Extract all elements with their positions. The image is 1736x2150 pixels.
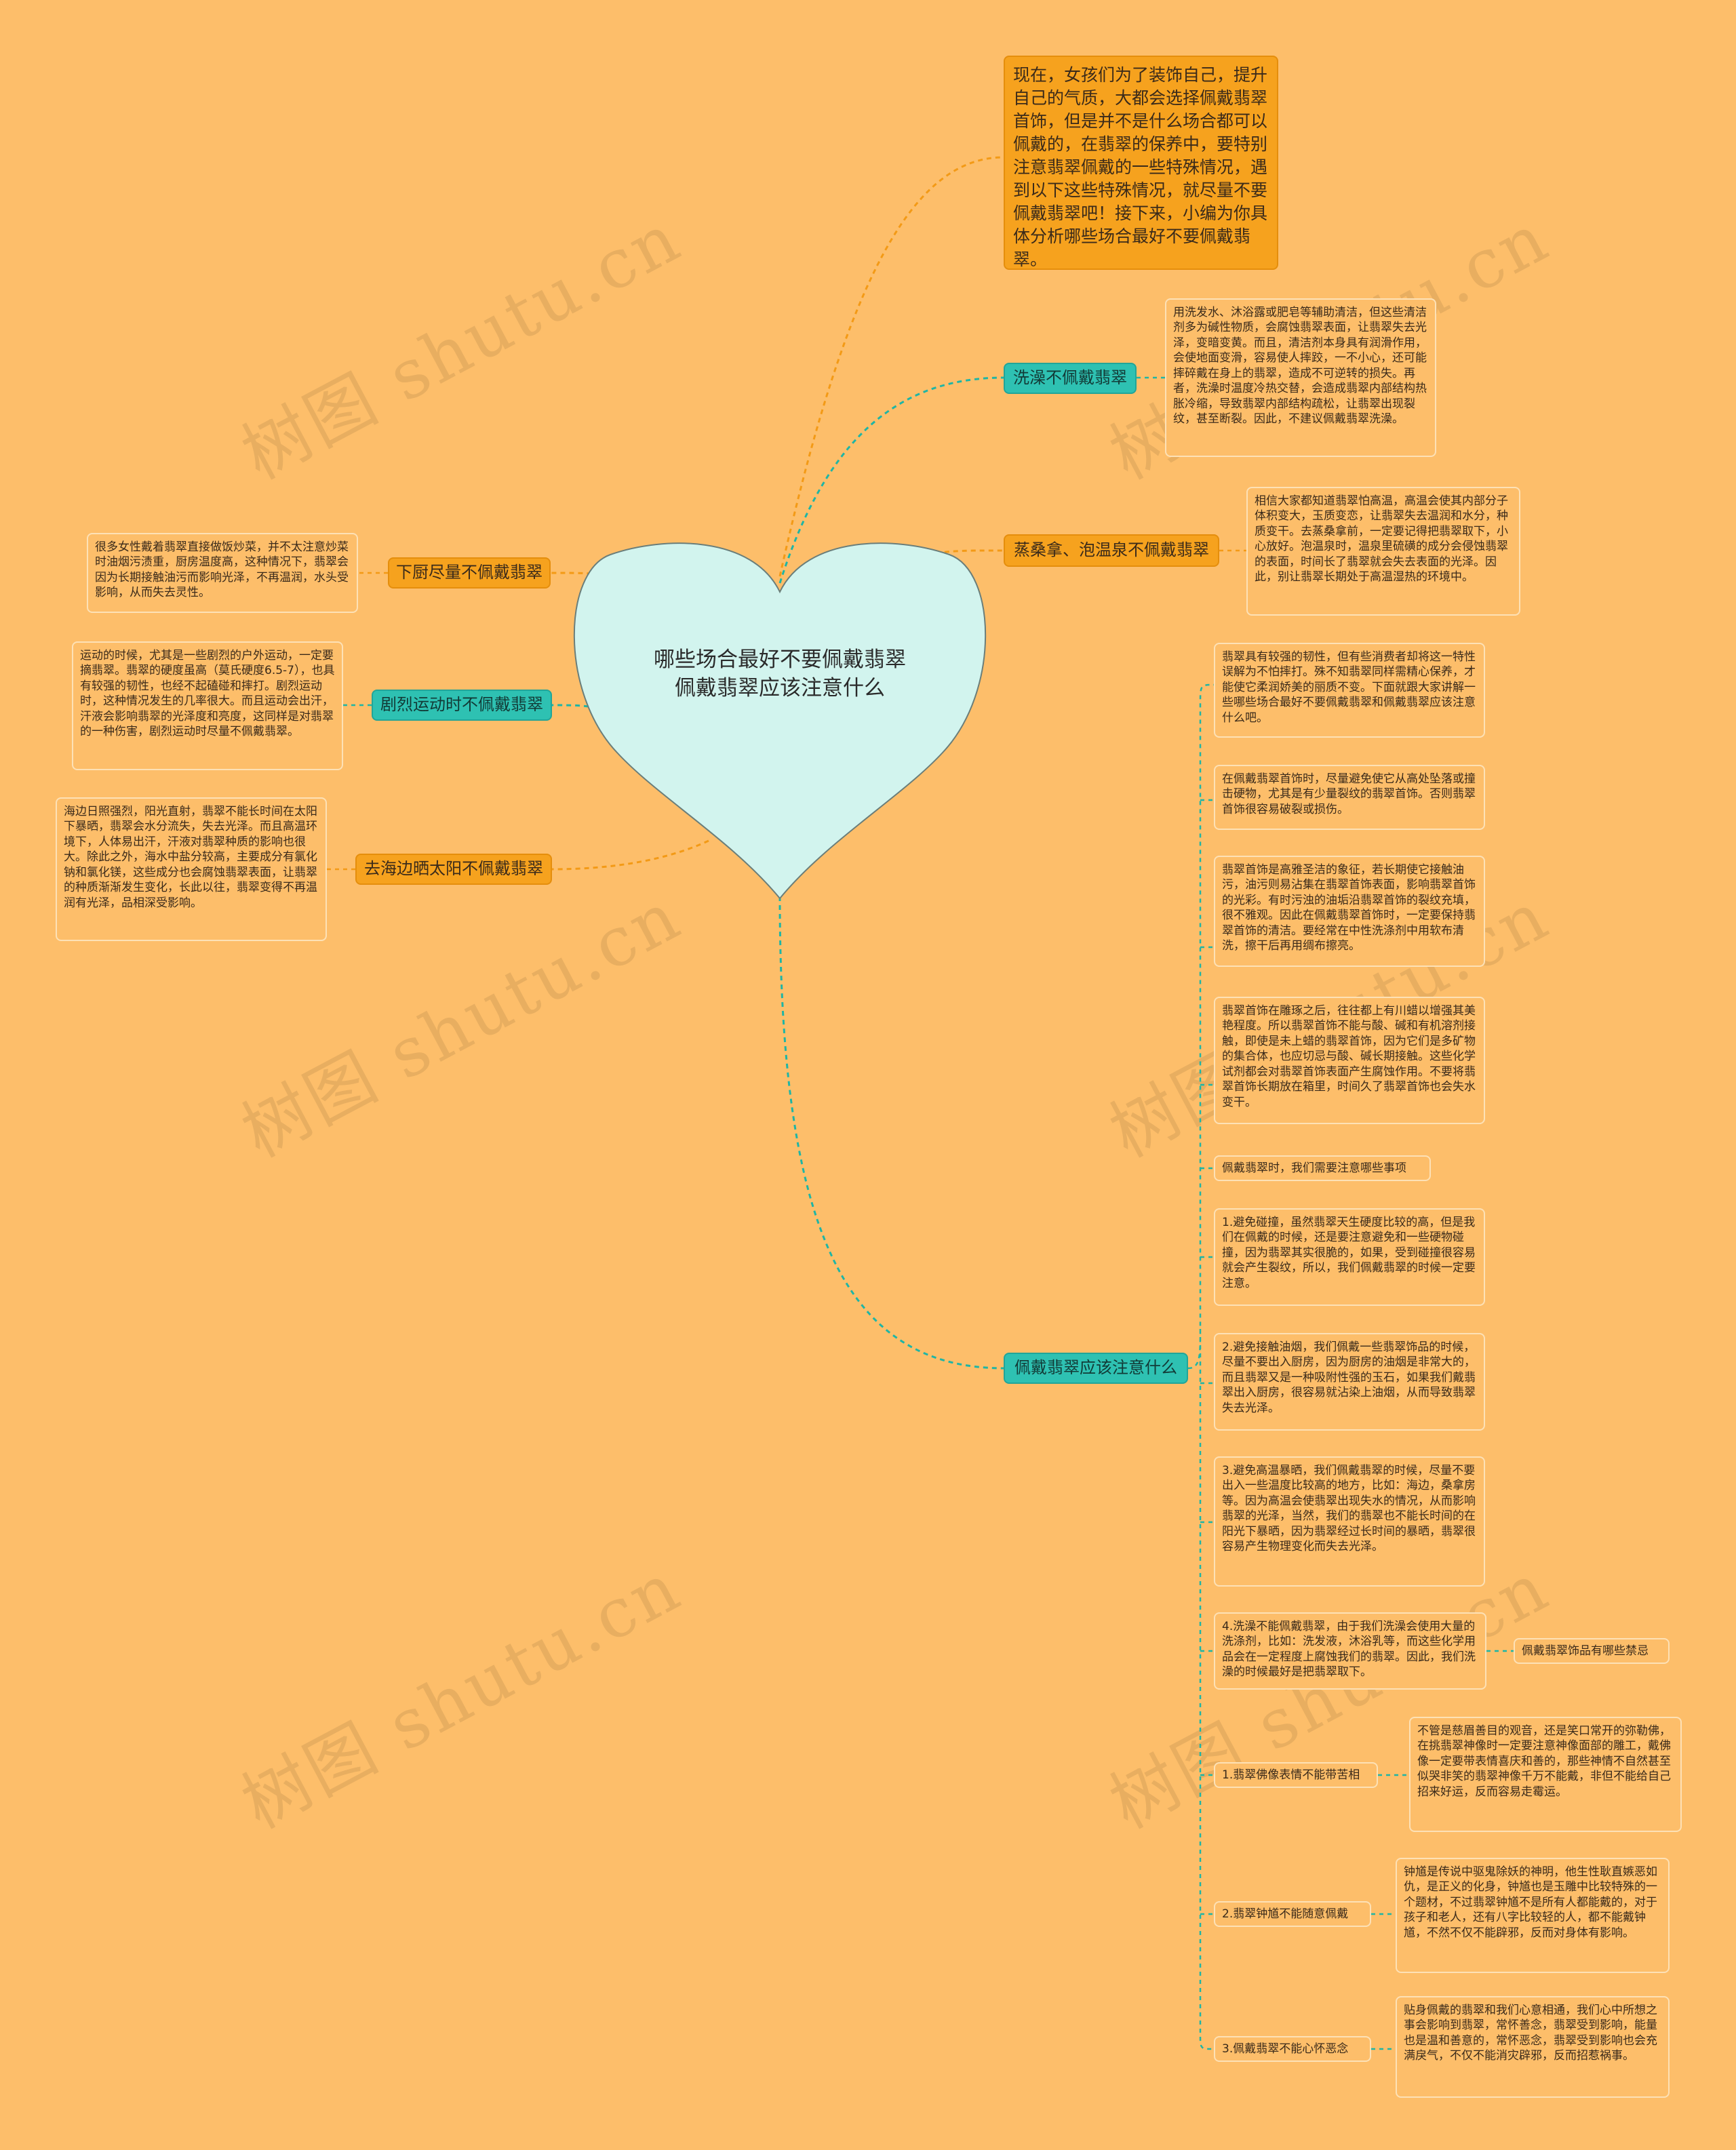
notes-item-7[interactable]: 3.避免高温暴晒，我们佩戴翡翠的时候，尽量不要出入一些温度比较高的地方，比如：海… — [1214, 1456, 1485, 1587]
branch-notes[interactable]: 佩戴翡翠应该注意什么 — [1004, 1353, 1188, 1384]
branch-sauna[interactable]: 蒸桑拿、泡温泉不佩戴翡翠 — [1004, 534, 1219, 567]
edge-notes-trunk — [1187, 683, 1215, 2050]
bath-detail[interactable]: 用洗发水、沐浴露或肥皂等辅助清洁，但这些清洁剂多为碱性物质，会腐蚀翡翠表面，让翡… — [1165, 298, 1436, 457]
taboo-3-detail[interactable]: 贴身佩戴的翡翠和我们心意相通，我们心中所想之事会影响到翡翠，常怀善念，翡翠受到影… — [1396, 1996, 1670, 2098]
notes-item-2[interactable]: 翡翠首饰是高雅圣洁的象征，若长期使它接触油污，油污则易沾集在翡翠首饰表面，影响翡… — [1214, 856, 1485, 967]
branch-kitchen[interactable]: 下厨尽量不佩戴翡翠 — [388, 557, 551, 589]
edge-beach — [551, 839, 709, 871]
notes-item-3[interactable]: 翡翠首饰在雕琢之后，往往都上有川蜡以增强其美艳程度。所以翡翠首饰不能与酸、碱和有… — [1214, 997, 1485, 1124]
taboo-1-detail[interactable]: 不管是慈眉善目的观音，还是笑口常开的弥勒佛，在挑翡翠神像时一定要注意神像面部的雕… — [1409, 1717, 1682, 1832]
notes-item-5[interactable]: 1.避免碰撞，虽然翡翠天生硬度比较的高，但是我们在佩戴的时候，还是要注意避免和一… — [1214, 1208, 1485, 1306]
edge-notes — [778, 896, 1004, 1370]
sport-detail[interactable]: 运动的时候，尤其是一些剧烈的户外运动，一定要摘翡翠。翡翠的硬度虽高（莫氏硬度6.… — [72, 641, 343, 770]
edge-sport — [551, 704, 589, 708]
taboo-1-label[interactable]: 1.翡翠佛像表情不能带苦相 — [1214, 1762, 1378, 1788]
taboo-3-label[interactable]: 3.佩戴翡翠不能心怀恶念 — [1214, 2036, 1371, 2062]
intro-text-node[interactable]: 现在，女孩们为了装饰自己，提升自己的气质，大都会选择佩戴翡翠首饰，但是并不是什么… — [1004, 56, 1278, 270]
edge-kitchen — [550, 572, 610, 578]
taboo-2-detail[interactable]: 钟馗是传说中驱鬼除妖的神明，他生性耿直嫉恶如仇，是正义的化身，钟馗也是玉雕中比较… — [1396, 1858, 1670, 1973]
notes-item-1[interactable]: 在佩戴翡翠首饰时，尽量避免使它从高处坠落或撞击硬物，尤其是有少量裂纹的翡翠首饰。… — [1214, 765, 1485, 830]
heart-shape — [573, 542, 987, 900]
sauna-detail[interactable]: 相信大家都知道翡翠怕高温，高温会使其内部分子体积变大，玉质变恋，让翡翠失去温润和… — [1246, 487, 1520, 616]
edge-intro — [778, 156, 1004, 577]
branch-beach[interactable]: 去海边晒太阳不佩戴翡翠 — [355, 854, 552, 885]
edge-bath — [778, 376, 1004, 584]
kitchen-detail[interactable]: 很多女性戴着翡翠直接做饭炒菜，并不太注意炒菜时油烟污渍重，厨房温度高，这种情况下… — [87, 533, 358, 613]
beach-detail[interactable]: 海边日照强烈，阳光直射，翡翠不能长时间在太阳下暴晒，翡翠会水分流失，失去光泽。而… — [56, 797, 327, 941]
branch-bath[interactable]: 洗澡不佩戴翡翠 — [1004, 363, 1137, 394]
edge-notes-branches — [1200, 799, 1214, 1915]
taboo-2-label[interactable]: 2.翡翠钟馗不能随意佩戴 — [1214, 1901, 1371, 1927]
branch-sport[interactable]: 剧烈运动时不佩戴翡翠 — [372, 690, 552, 721]
edge-sauna — [901, 549, 1004, 564]
notes-item-0[interactable]: 翡翠具有较强的韧性，但有些消费者却将这一特性误解为不怕摔打。殊不知翡翠同样需精心… — [1214, 643, 1485, 738]
watermark: 树图 shutu.cn — [229, 197, 694, 495]
center-topic[interactable]: 哪些场合最好不要佩戴翡翠 佩戴翡翠应该注意什么 — [654, 648, 927, 701]
watermark: 树图 shutu.cn — [229, 1547, 694, 1844]
notes-item-8[interactable]: 4.洗澡不能佩戴翡翠，由于我们洗澡会使用大量的洗涤剂，比如：洗发液，沐浴乳等，而… — [1214, 1612, 1486, 1690]
notes-item-4[interactable]: 佩戴翡翠时，我们需要注意哪些事项 — [1214, 1155, 1431, 1181]
notes-item-6[interactable]: 2.避免接触油烟，我们佩戴一些翡翠饰品的时候，尽量不要出入厨房，因为厨房的油烟是… — [1214, 1333, 1485, 1431]
taboo-root[interactable]: 佩戴翡翠饰品有哪些禁忌 — [1514, 1638, 1670, 1664]
